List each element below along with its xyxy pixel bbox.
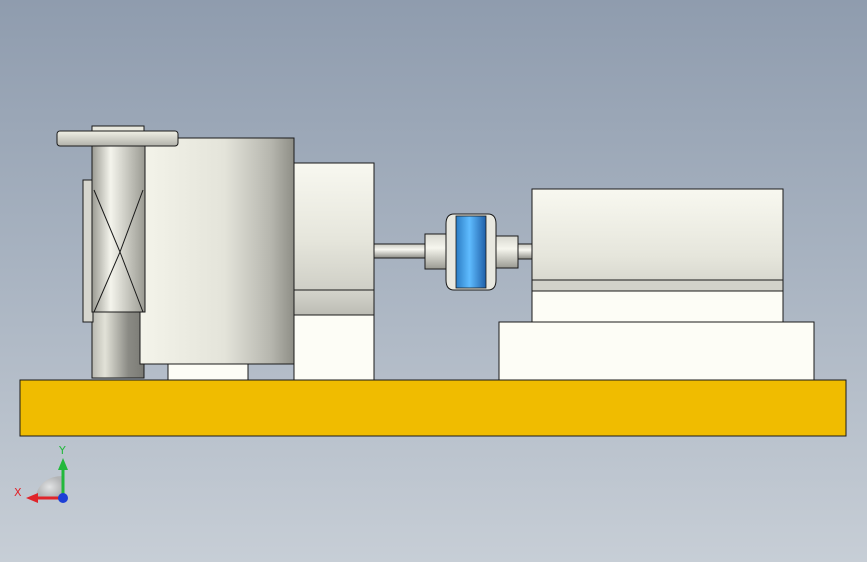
coupling-hub-right[interactable] bbox=[495, 235, 519, 269]
axis-triad: Y X bbox=[14, 444, 68, 503]
pump-shaft[interactable] bbox=[373, 243, 427, 259]
y-axis-label: Y bbox=[58, 444, 66, 457]
triad-origin-shading bbox=[35, 475, 63, 498]
base-plate[interactable] bbox=[19, 379, 847, 437]
z-axis-dot bbox=[58, 493, 68, 503]
pump-foot-right[interactable] bbox=[293, 314, 375, 381]
x-axis-label: X bbox=[14, 486, 22, 499]
motor-mount bbox=[531, 290, 784, 323]
x-axis-arrow bbox=[26, 493, 38, 503]
y-axis-arrow bbox=[58, 458, 68, 470]
motor-band bbox=[531, 279, 784, 292]
coupling-insert bbox=[455, 215, 487, 289]
discharge-flange[interactable] bbox=[56, 130, 179, 147]
motor-base[interactable] bbox=[498, 321, 815, 381]
coupling-hub-left[interactable] bbox=[424, 233, 448, 270]
bearing-frame-band bbox=[293, 289, 375, 316]
pump-casing[interactable] bbox=[139, 137, 295, 365]
impeller-outline-right bbox=[119, 189, 144, 313]
discharge-pipe[interactable] bbox=[91, 145, 146, 313]
motor-shaft[interactable] bbox=[517, 243, 534, 260]
volute-lower[interactable] bbox=[91, 311, 145, 379]
